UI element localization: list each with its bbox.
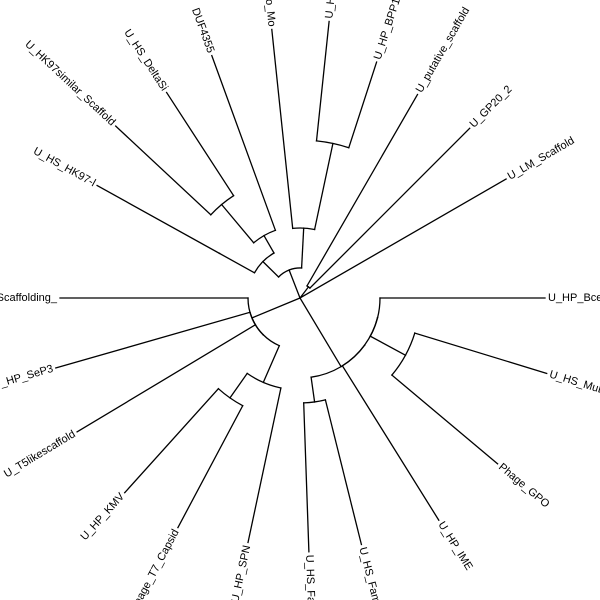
- leaf-branch: [54, 311, 251, 369]
- internal-branch: [262, 344, 281, 384]
- leaf-label-hp-spn: U_HP_SPN: [229, 544, 253, 600]
- leaf-branch: [341, 364, 440, 522]
- leaf-branch: [271, 28, 294, 230]
- branch-arc: [291, 227, 316, 231]
- leaf-branch: [123, 387, 220, 494]
- leaf-label-phage-t7-capsid: Phage_T7_Capsid: [128, 527, 181, 600]
- leaf-label-podo-mo: U_Podo_Mo: [259, 0, 277, 27]
- leaf-label-hs-fam2: U_HS_Fam2: [303, 555, 317, 600]
- leaf-branch: [96, 184, 221, 255]
- leaf-label-t5likescaffold: U_T5likescaffold: [2, 428, 78, 480]
- leaf-label-hs-fam21: U_HS_Fam21: [356, 546, 385, 600]
- leaf-branch: [177, 404, 244, 529]
- leaf-branch: [324, 399, 363, 546]
- internal-branch: [313, 142, 334, 231]
- leaf-label-hs-hp: U_HS_HP_l: [323, 0, 341, 19]
- branch-arc: [341, 316, 379, 367]
- leaf-branch: [76, 323, 257, 433]
- leaf-branch: [247, 387, 282, 544]
- leaf-branch: [390, 374, 499, 465]
- internal-branch: [229, 372, 249, 399]
- leaf-branch: [165, 91, 235, 197]
- leaf-label-hs-hk97: U_HS_HK97-l: [31, 145, 97, 189]
- branch-arc: [310, 344, 366, 378]
- internal-branch: [300, 227, 305, 269]
- tree-branches: [54, 20, 548, 553]
- internal-branch: [310, 376, 316, 403]
- leaf-label-scaffolding: Scaffolding_: [0, 292, 58, 304]
- branch-arc: [209, 194, 235, 216]
- branch-arc: [246, 372, 282, 389]
- branch-arc: [315, 140, 350, 149]
- leaf-label-putative-scaffold: U_putative_scaffold: [414, 5, 473, 95]
- internal-branch: [218, 252, 256, 274]
- leaf-branch: [347, 61, 378, 149]
- internal-branch: [220, 203, 255, 244]
- leaf-branch: [308, 127, 471, 290]
- leaf-label-gp20-2: U_GP20_2: [467, 83, 514, 130]
- leaf-branch: [413, 332, 548, 375]
- branch-arc: [277, 267, 303, 278]
- leaf-branch: [315, 20, 330, 142]
- leaf-label-hs-delta: U_HS_DeltaSi: [121, 27, 170, 93]
- leaf-label-hk97similar-scaffold: U_HK97similar_Scaffold: [22, 38, 117, 128]
- leaf-label-duf4355: DUF4355: [189, 6, 216, 54]
- leaf-branch: [303, 402, 310, 553]
- leaf-branch: [306, 93, 419, 287]
- branch-arc: [217, 387, 244, 407]
- internal-branch: [251, 297, 301, 319]
- branch-arc: [252, 229, 277, 244]
- branch-arc: [369, 297, 381, 338]
- internal-branch: [288, 269, 301, 299]
- internal-branch: [299, 285, 310, 299]
- leaf-label-hp-ime: U_HP_IME: [435, 519, 474, 572]
- internal-branch: [263, 234, 275, 254]
- branch-arc: [306, 285, 311, 290]
- internal-branch: [261, 260, 280, 278]
- leaf-label-hp-sep3: U_HP_SeP3: [0, 363, 55, 392]
- branch-arc: [253, 252, 275, 274]
- branch-arc: [390, 332, 416, 377]
- leaf-branch: [299, 178, 507, 299]
- leaf-branch: [210, 54, 277, 232]
- internal-branch: [299, 297, 342, 368]
- internal-branch: [369, 335, 407, 357]
- branch-arc: [247, 297, 265, 336]
- leaf-label-hs-mulike: U_HS_MuLike: [548, 368, 600, 400]
- leaf-label-hp-bpp1: U_HP_BPP1: [372, 0, 403, 61]
- branch-arc: [251, 317, 281, 347]
- leaf-branch: [114, 125, 212, 216]
- leaf-label-phage-gpo: Phage_GPO: [496, 461, 552, 511]
- leaf-label-hp-bcep: U_HP_Bcep: [548, 292, 600, 304]
- leaf-label-hp-kmv: U_HP_KMV: [78, 490, 127, 543]
- leaf-label-lm-scaffold: U_LM_Scaffold: [506, 135, 577, 183]
- branch-arc: [303, 399, 327, 404]
